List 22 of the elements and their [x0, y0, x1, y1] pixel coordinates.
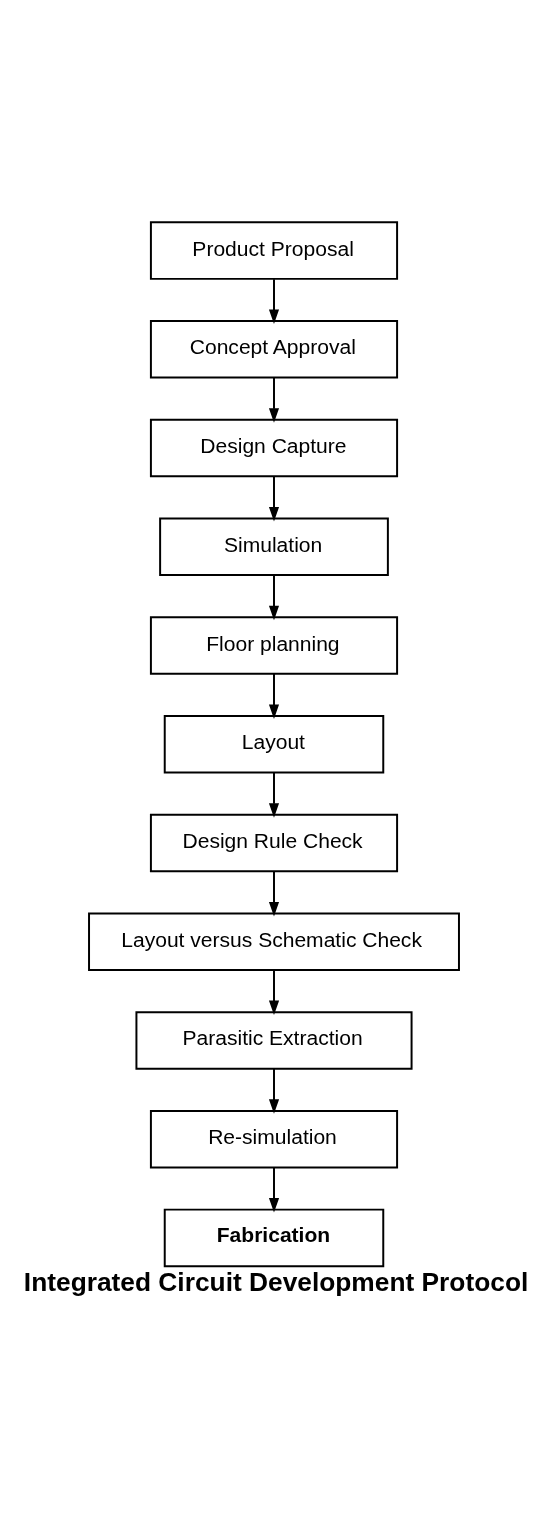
diagram-title: Integrated Circuit Development Protocol [23, 1267, 529, 1298]
arrow [268, 1068, 280, 1114]
arrow [268, 771, 280, 818]
node-box: Product Proposal [149, 221, 399, 280]
arrow [268, 870, 280, 917]
node-box: Floor planning [149, 616, 399, 675]
arrow [268, 475, 280, 522]
node-box: Concept Approval [149, 320, 399, 379]
arrow [268, 673, 280, 719]
arrow [268, 1166, 280, 1213]
node-box: Simulation [159, 517, 389, 577]
node-box: Fabrication [163, 1208, 385, 1268]
arrow [268, 376, 280, 423]
node-box: Layout [163, 714, 385, 774]
node-box: Parasitic Extraction [135, 1011, 413, 1070]
node-box: Re-simulation [149, 1109, 399, 1169]
node-box: Layout versus Schematic Check [88, 912, 460, 971]
node-box: Design Capture [149, 418, 399, 478]
arrow [268, 574, 280, 621]
node-box: Design Rule Check [149, 813, 399, 873]
arrow [268, 969, 280, 1016]
arrow [268, 278, 280, 324]
